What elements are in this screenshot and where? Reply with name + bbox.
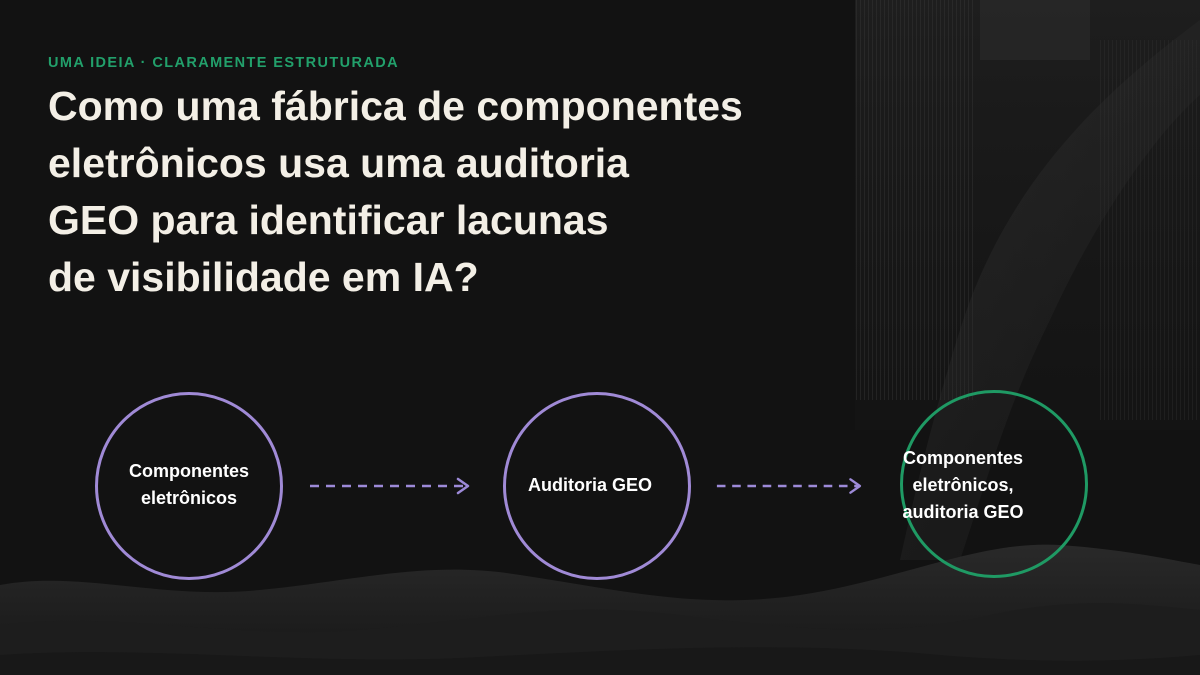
title-line: Como uma fábrica de componentes xyxy=(48,83,743,129)
flow-arrow-icon xyxy=(716,478,862,494)
flow-arrow-icon xyxy=(310,477,470,495)
node-label-line: Componentes xyxy=(128,461,249,481)
flow-node-input-label: Componentes eletrônicos xyxy=(95,458,283,512)
flow-node-output xyxy=(900,390,1088,578)
page-title: Como uma fábrica de componentes eletrôni… xyxy=(48,78,848,306)
title-line: eletrônicos usa uma auditoria xyxy=(48,140,629,186)
eyebrow-label: UMA IDEIA · CLARAMENTE ESTRUTURADA xyxy=(48,55,400,71)
node-label-line: auditoria GEO xyxy=(902,502,1024,522)
title-line: de visibilidade em IA? xyxy=(48,254,479,300)
flow-node-output-label: Componentes eletrônicos, auditoria GEO xyxy=(868,445,1058,526)
flow-node-process-label: Auditoria GEO xyxy=(490,472,690,499)
flow-node-input xyxy=(95,392,283,580)
node-label-line: eletrônicos xyxy=(140,488,238,508)
flow-node-process xyxy=(503,392,691,580)
node-label-line: Componentes xyxy=(902,448,1023,468)
title-line: GEO para identificar lacunas xyxy=(48,197,609,243)
node-label-line: eletrônicos, xyxy=(912,475,1014,495)
node-label-line: Auditoria GEO xyxy=(527,475,652,495)
